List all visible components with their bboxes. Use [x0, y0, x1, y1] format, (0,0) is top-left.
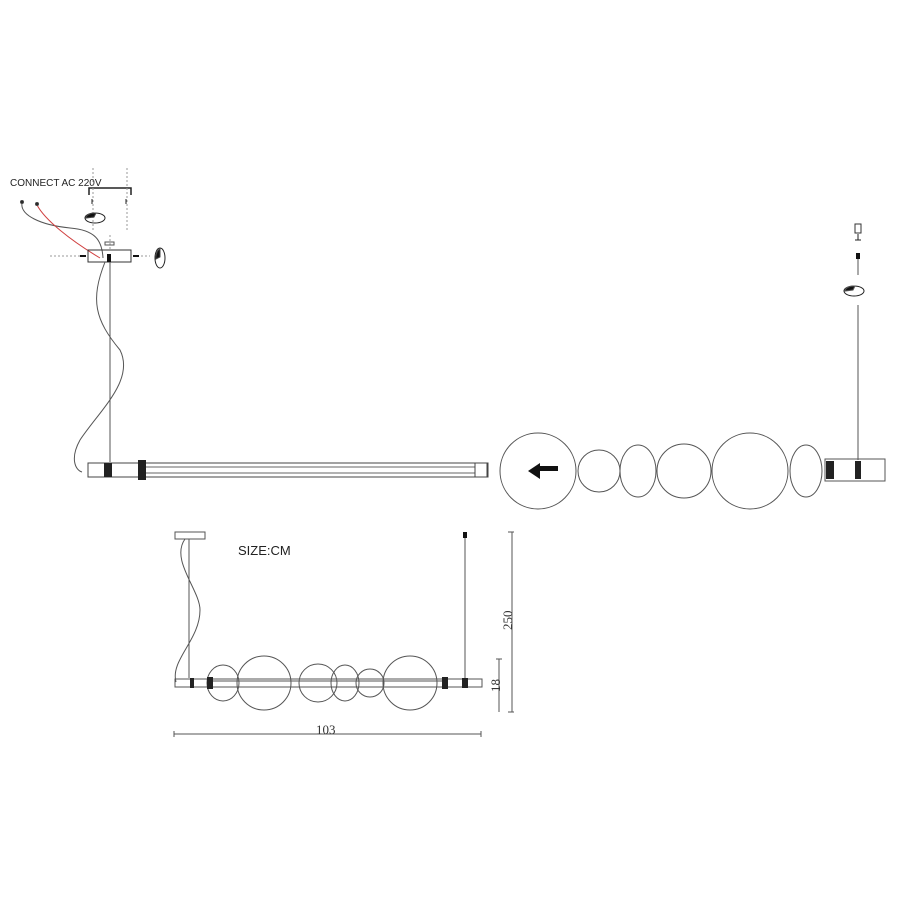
light-bar — [87, 460, 489, 480]
connect-label: CONNECT AC 220V — [10, 178, 102, 189]
size-unit-label: SIZE:CM — [238, 543, 291, 558]
glass-bubble — [656, 443, 712, 499]
bubble-view — [499, 223, 886, 510]
ceiling-canopy — [174, 531, 206, 540]
width-label: 103 — [316, 722, 336, 737]
installation-view: CONNECT AC 220V — [10, 168, 489, 480]
neutral-wire — [21, 202, 104, 259]
mounting-bracket — [88, 187, 132, 195]
live-wire — [36, 204, 101, 259]
glass-bubble — [499, 432, 577, 510]
rotate-icon — [154, 247, 166, 269]
height-total-label: 250 — [500, 611, 515, 631]
glass-bubble — [619, 444, 657, 498]
arrow-left-icon — [528, 463, 540, 479]
glass-bubble — [711, 432, 789, 510]
glass-bubble — [577, 449, 621, 493]
rotate-icon — [843, 285, 865, 297]
rotate-icon — [84, 212, 106, 224]
power-cord — [73, 261, 125, 473]
glass-bubble — [789, 444, 823, 498]
dimension-view: SIZE:CM 250 18 103 — [173, 531, 515, 737]
height-fixture-label: 18 — [488, 679, 503, 692]
